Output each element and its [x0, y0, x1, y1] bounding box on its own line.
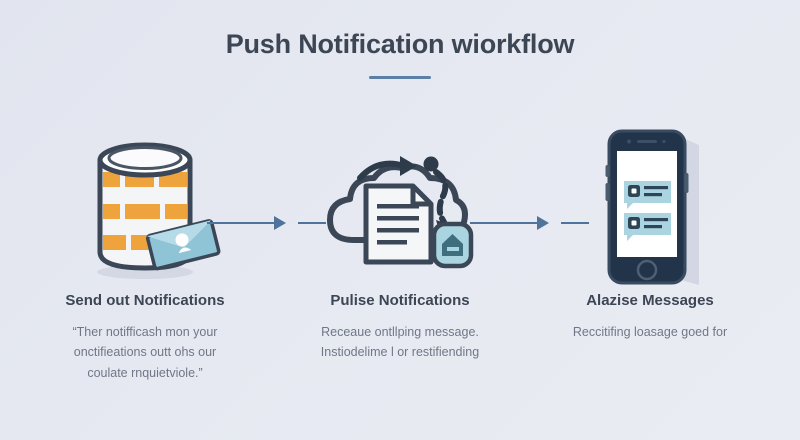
- stage-body-line: Reccitifing loasage goed for: [572, 325, 728, 339]
- connector-line: [207, 221, 275, 225]
- title-underline-accent: [369, 76, 431, 80]
- stage-body-line: “Ther notifficash mon your: [72, 325, 218, 339]
- stage-body-line: Instiodelime l or restifiending: [320, 345, 480, 360]
- stage-heading-1: Send out Notifications: [65, 292, 225, 309]
- stage-heading-3: Alazise Messages: [586, 292, 714, 309]
- connector-dash: [561, 221, 589, 225]
- stage-caption-2: Pulise Notifications Receaue ontllping m…: [278, 292, 522, 363]
- stage-body-line: coulate rnquietviole.”: [87, 365, 203, 380]
- stage-body-line: onctifieations outt ohs our: [73, 345, 217, 360]
- page-title: Push Notification wiorkflow: [225, 29, 575, 59]
- connector-arrowhead: [274, 216, 286, 230]
- title-block: Push Notification wiorkflow: [0, 28, 800, 80]
- connector-2: [470, 216, 592, 230]
- connector-arrowhead: [537, 216, 549, 230]
- cloud-document-icon: [298, 120, 498, 295]
- stage-heading-2: Pulise Notifications: [330, 292, 470, 309]
- stage-captions-row: Send out Notifications “Ther notifficash…: [0, 292, 800, 432]
- stage-body-3: Reccitifing loasage goed for: [528, 322, 772, 342]
- stage-body-line: Receaue ontllping message.: [321, 325, 479, 339]
- connector-line: [470, 221, 538, 225]
- stage-caption-1: Send out Notifications “Ther notifficash…: [23, 292, 267, 383]
- stage-body-2: Receaue ontllping message. Instiodelime …: [278, 322, 522, 363]
- smartphone-messages-icon: [550, 120, 750, 295]
- connector-dash: [298, 221, 326, 225]
- stage-caption-3: Alazise Messages Reccitifing loasage goe…: [528, 292, 772, 342]
- stage-artwork-row: [0, 120, 800, 300]
- connector-1: [207, 216, 327, 230]
- stage-body-1: “Ther notifficash mon your onctifieation…: [23, 322, 267, 383]
- database-notification-icon: [45, 120, 245, 295]
